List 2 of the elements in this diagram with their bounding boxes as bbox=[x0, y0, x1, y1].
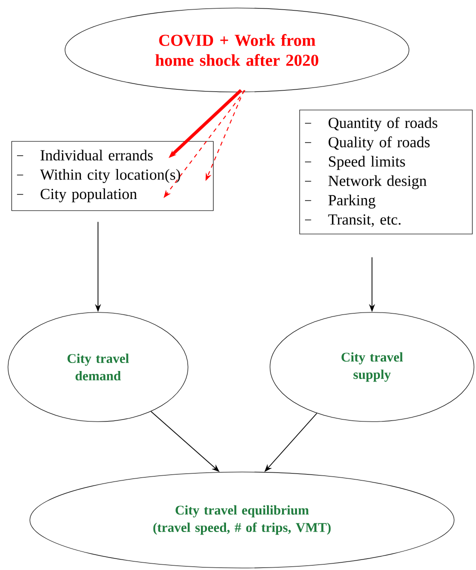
factor-box: Quantity of roads Quality of roads Speed limits Network design Parking Transit, etc. bbox=[299, 110, 473, 234]
factor-box: Individual errands Within city location(s) City population bbox=[11, 141, 214, 211]
